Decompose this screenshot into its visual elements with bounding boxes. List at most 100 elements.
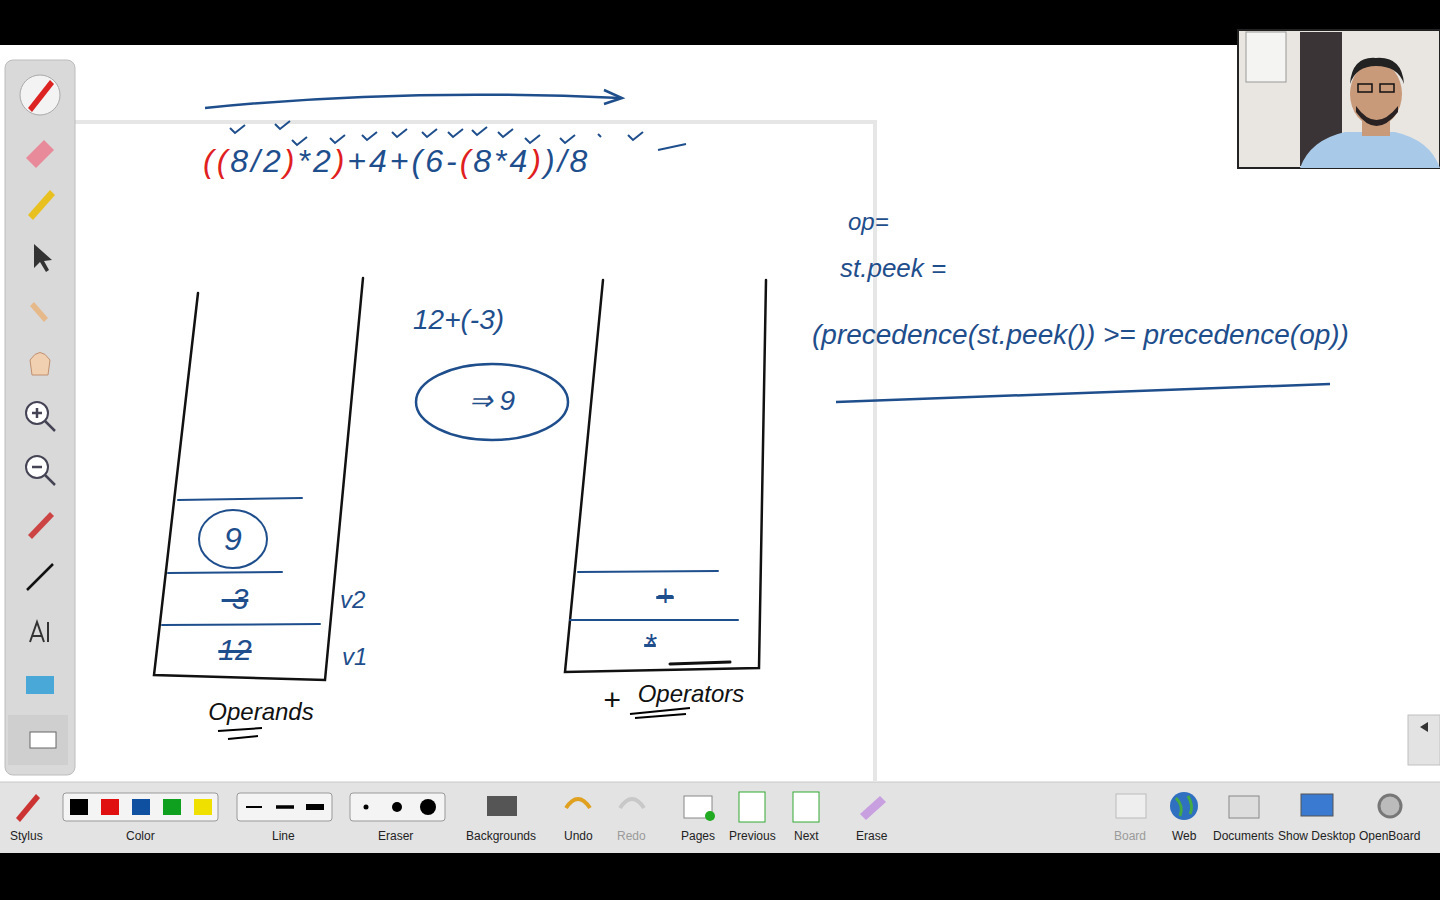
pointer-icon — [34, 244, 52, 272]
node-text: + — [610, 578, 720, 614]
expression-char: ) — [334, 143, 348, 179]
toolbar-footer — [8, 715, 68, 765]
line-thick — [306, 804, 324, 810]
color-blue — [132, 799, 150, 815]
webcam-person-shirt — [1300, 132, 1440, 168]
stack-line — [154, 278, 363, 680]
node-text: 12 — [180, 632, 290, 668]
toolbar-label: Line — [272, 829, 295, 843]
toolbar-label: Backgrounds — [466, 829, 536, 843]
panel-arrow — [1420, 722, 1428, 732]
tool-highlight — [20, 75, 60, 115]
stylus-icon — [16, 794, 40, 822]
web-icon — [1176, 796, 1192, 816]
desktop-icon — [1301, 794, 1333, 816]
toolbar-label: Show Desktop — [1278, 829, 1355, 843]
redo-icon — [620, 799, 644, 808]
expression-char: ( — [460, 143, 474, 179]
stack-cell: -3 — [180, 575, 290, 623]
expression-char: ) — [284, 143, 298, 179]
toolbar-label: Stylus — [10, 829, 43, 843]
node-text: Operands — [150, 698, 372, 727]
stack-line — [168, 572, 282, 573]
stack-line — [162, 624, 320, 625]
eraser-large — [420, 799, 436, 815]
left-toolbar — [5, 60, 75, 775]
expression-char: 4 — [510, 143, 531, 179]
expression-char: 2 — [263, 143, 284, 179]
board-icon — [1116, 794, 1146, 818]
text-tool-icon — [30, 622, 48, 642]
value-tag: v1 — [342, 643, 367, 672]
openboard-icon — [1379, 795, 1401, 817]
hand-icon — [30, 353, 50, 376]
expression-char: 8 — [230, 143, 251, 179]
toolbar-label: Undo — [564, 829, 593, 843]
stack-line — [565, 280, 766, 672]
marker-icon — [28, 190, 55, 220]
hand-note: st.peek = — [840, 253, 946, 284]
toolbar-edge — [0, 782, 1440, 783]
line-icon — [27, 564, 53, 590]
color-yellow — [194, 799, 212, 815]
pen-icon — [28, 80, 54, 112]
bottom-band — [0, 853, 1440, 900]
toolbar-label: Pages — [681, 829, 715, 843]
stack-cell: + — [610, 574, 720, 618]
undo-icon — [566, 799, 590, 808]
toolbar-label: Color — [126, 829, 155, 843]
expression: ((8/2)*2)+4+(6-(8*4))/8 — [203, 142, 590, 180]
node-text: Operators — [616, 680, 766, 709]
expression-char: ( — [217, 143, 231, 179]
expression-char: / — [558, 143, 570, 179]
toolbar-label: Eraser — [378, 829, 413, 843]
node-text: * — [590, 626, 710, 662]
webcam-window — [1246, 32, 1286, 82]
expression-char: * — [297, 143, 312, 179]
expression-char: ) — [530, 143, 544, 179]
capture-area-icon — [26, 676, 54, 694]
result-circle: ⇒ 9 — [414, 362, 570, 442]
toolbar-label: OpenBoard — [1359, 829, 1420, 843]
toolbar-label: Board — [1114, 829, 1146, 843]
node-outline — [560, 272, 772, 722]
webcam-person-beard — [1356, 106, 1398, 126]
color-red — [101, 799, 119, 815]
line-thin — [246, 806, 262, 808]
expression-char: ) — [544, 143, 558, 179]
expression-char: + — [390, 143, 412, 179]
expression-char: 4 — [369, 143, 390, 179]
bottom-toolbar — [0, 782, 1440, 853]
formula-underline — [836, 384, 1330, 402]
webcam-person-glasses — [1358, 84, 1394, 92]
backgrounds-icon — [487, 796, 517, 816]
expression-char: 8 — [473, 143, 494, 179]
side-panel-tab — [1408, 715, 1440, 765]
eraser-small — [364, 805, 369, 810]
stack-line — [578, 571, 718, 572]
zoom-in-icon — [32, 408, 55, 431]
operator-stack: Operators + * — [560, 272, 772, 722]
toolbar-label: Redo — [617, 829, 646, 843]
value-tag: v2 — [340, 586, 365, 615]
pages-plus — [705, 811, 715, 821]
operand-stack: Operands9-312 — [150, 272, 372, 747]
expression-char: 6 — [425, 143, 446, 179]
color-group — [63, 793, 218, 821]
color-black — [70, 799, 88, 815]
keyboard-icon — [30, 732, 56, 748]
eraser-group — [350, 793, 445, 821]
expression-char: - — [446, 143, 460, 179]
web-icon — [1170, 792, 1198, 820]
stack-line — [178, 498, 302, 500]
top-band — [0, 0, 1440, 45]
webcam-frame — [1238, 30, 1440, 168]
eraser-icon — [26, 140, 54, 168]
label-underline — [218, 728, 262, 739]
documents-icon — [1229, 796, 1259, 818]
laser-icon — [30, 302, 48, 322]
expression-char: / — [251, 143, 263, 179]
line-medium — [276, 805, 294, 809]
